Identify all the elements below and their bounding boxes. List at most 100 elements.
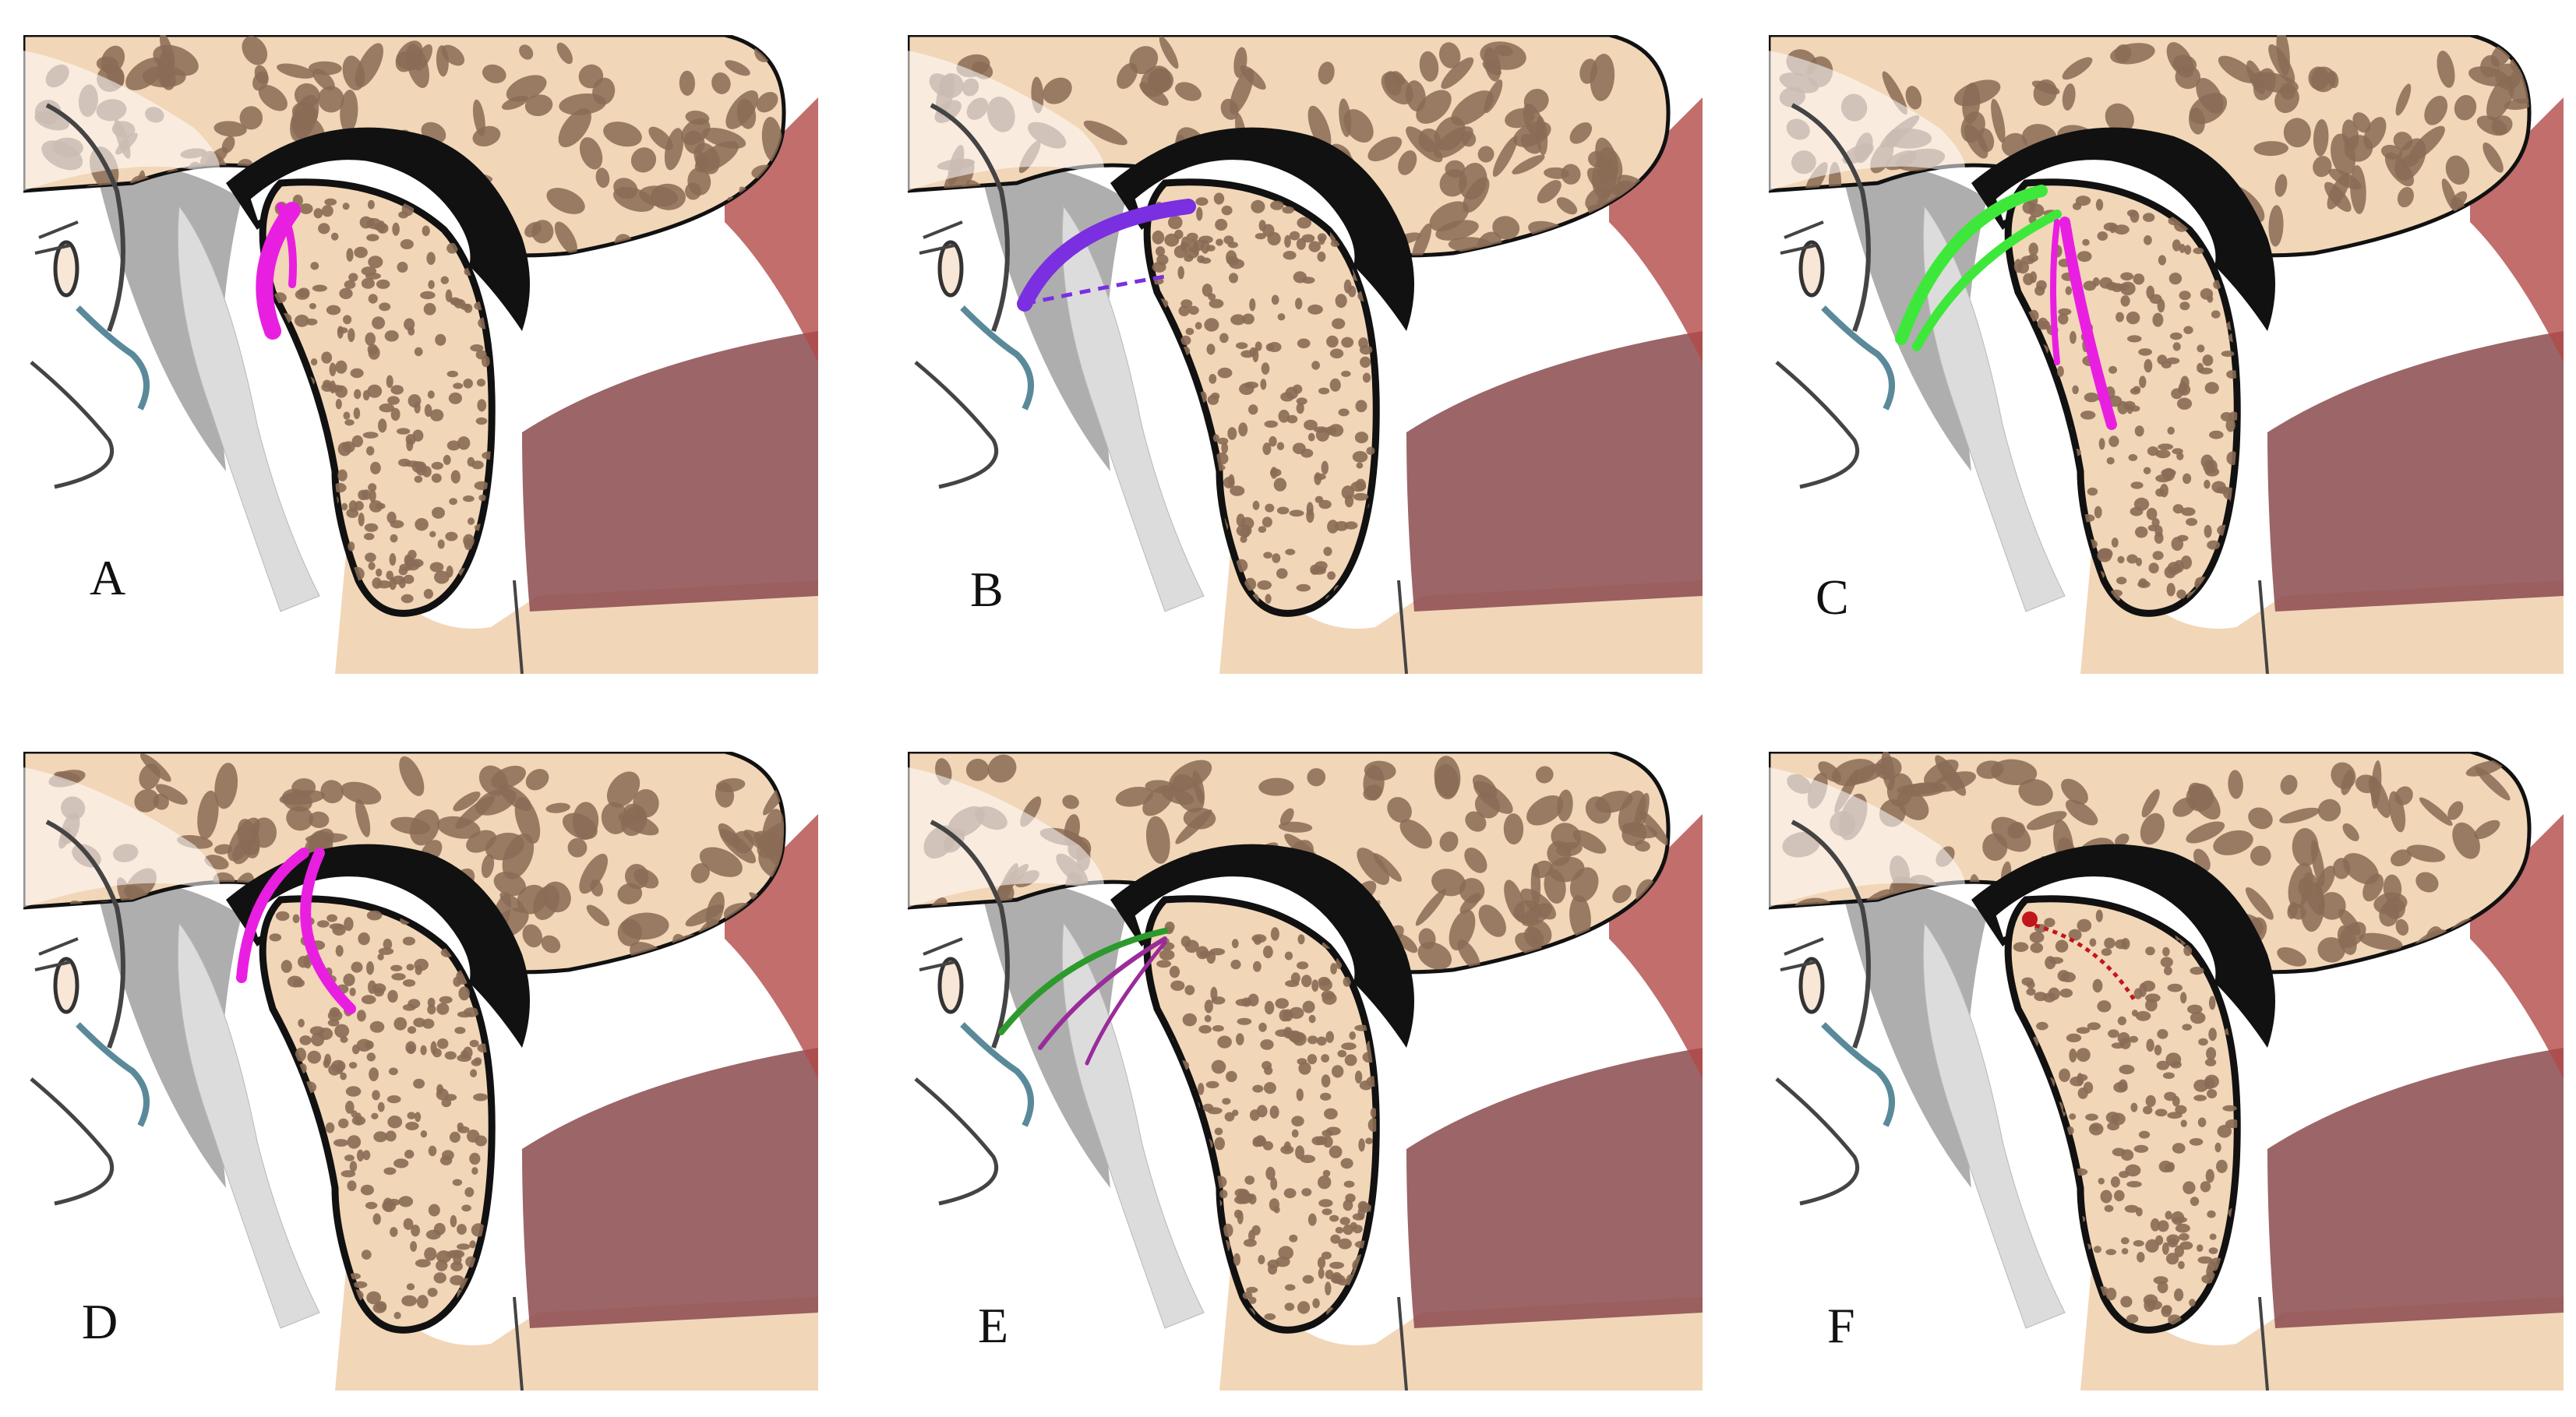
trabecula: [436, 816, 481, 839]
trabecula: [1297, 1058, 1307, 1065]
trabecula: [545, 802, 570, 813]
trabecula: [482, 594, 492, 608]
trabecula: [2087, 1022, 2101, 1031]
trabecula: [365, 1040, 374, 1050]
panel-label-c: C: [1816, 569, 1849, 625]
trabecula: [390, 964, 403, 971]
trabecula: [1164, 233, 1180, 247]
trabecula: [277, 63, 316, 79]
trabecula: [413, 1078, 425, 1089]
trabecula: [1311, 361, 1320, 370]
trabecula: [2408, 125, 2445, 161]
trabecula: [756, 92, 778, 113]
trabecula: [1248, 1296, 1257, 1304]
trabecula: [358, 513, 365, 527]
ramus-mark: [2258, 1296, 2269, 1391]
trabecula: [2106, 456, 2115, 465]
trabecula: [2216, 486, 2232, 494]
trabecula: [1270, 927, 1279, 941]
trabecula: [385, 1130, 397, 1142]
trabecula: [1156, 254, 1169, 266]
trabecula: [329, 362, 337, 377]
trabecula: [457, 1243, 471, 1250]
trabecula: [1253, 961, 1262, 972]
ramus-mark: [513, 1296, 524, 1391]
trabecula: [2117, 555, 2125, 564]
trabecula: [2158, 443, 2173, 450]
trabecula: [1043, 77, 1072, 104]
trabecula: [389, 553, 397, 566]
trabecula: [1321, 460, 1329, 475]
trabecula: [470, 344, 484, 352]
ear-curve: [960, 1022, 1034, 1127]
trabecula: [430, 1041, 437, 1055]
trabecula: [423, 302, 436, 315]
ear-curve: [1821, 1022, 1895, 1127]
trabecula: [2167, 1112, 2183, 1119]
trabecula: [1263, 945, 1273, 959]
suture-strap-c: [1895, 185, 2048, 345]
trabecula: [281, 960, 292, 973]
trabecula: [1229, 273, 1238, 284]
trabecula: [368, 483, 377, 492]
trabecula: [1357, 1200, 1368, 1211]
ramus-shape: [2073, 1219, 2564, 1391]
trabecula: [2245, 887, 2274, 920]
ramus-shape: [1212, 1219, 1703, 1391]
suture-strap-e: [998, 928, 1168, 1035]
trabecula: [1387, 797, 1412, 823]
trabecula: [2121, 1248, 2129, 1255]
ear-outline: [1791, 103, 1871, 333]
trabecula: [1991, 759, 2038, 785]
trabecula: [2452, 822, 2480, 859]
ear-lobe: [30, 361, 115, 489]
trabecula: [2207, 1089, 2218, 1098]
trabecula: [2225, 566, 2238, 574]
trabecula: [2406, 844, 2446, 862]
trabecula: [1352, 1225, 1363, 1234]
trabecula: [2175, 1105, 2187, 1115]
trabecula: [2077, 1087, 2088, 1099]
trabecula: [1544, 167, 1569, 179]
trabecula: [1291, 1116, 1304, 1126]
trabecula: [372, 577, 383, 589]
trabecula: [213, 844, 232, 855]
trabecula: [2169, 332, 2183, 340]
trabecula: [337, 469, 348, 481]
trabecula: [2159, 484, 2168, 498]
trabecula: [685, 110, 710, 125]
trabecula: [2013, 259, 2024, 273]
trabecula: [2183, 944, 2193, 957]
trabecula: [2120, 295, 2130, 307]
trabecula: [1269, 1105, 1279, 1119]
trabecula: [402, 936, 415, 946]
trabecula: [292, 914, 300, 923]
trabecula: [1358, 1290, 1366, 1300]
trabecula: [2211, 310, 2221, 319]
trabecula: [435, 333, 446, 346]
ear-marks: [34, 937, 79, 971]
shadow-region: [94, 160, 242, 471]
ramus-mark: [1397, 1296, 1408, 1391]
trabecula: [2248, 807, 2273, 830]
trabecula: [2215, 580, 2223, 590]
trabecula: [309, 811, 330, 829]
trabecula: [2065, 799, 2098, 826]
trabecula: [2043, 992, 2056, 1003]
trabecula: [685, 904, 725, 927]
trabecula: [2104, 937, 2115, 949]
trabecula: [427, 1288, 438, 1297]
trabecula: [2165, 1253, 2179, 1265]
trabecula: [1465, 811, 1487, 832]
trabecula: [2313, 119, 2329, 157]
trabecula: [2137, 1252, 2145, 1263]
trabecula: [1521, 903, 1553, 927]
trabecula: [2167, 1161, 2175, 1171]
trabecula: [1301, 1188, 1312, 1197]
trabecula: [1204, 318, 1219, 332]
ear-outline: [45, 820, 125, 1049]
trabecula: [2126, 1314, 2139, 1324]
trabecula: [355, 798, 371, 837]
trabecula: [2173, 559, 2184, 573]
trabecula: [2268, 205, 2284, 247]
